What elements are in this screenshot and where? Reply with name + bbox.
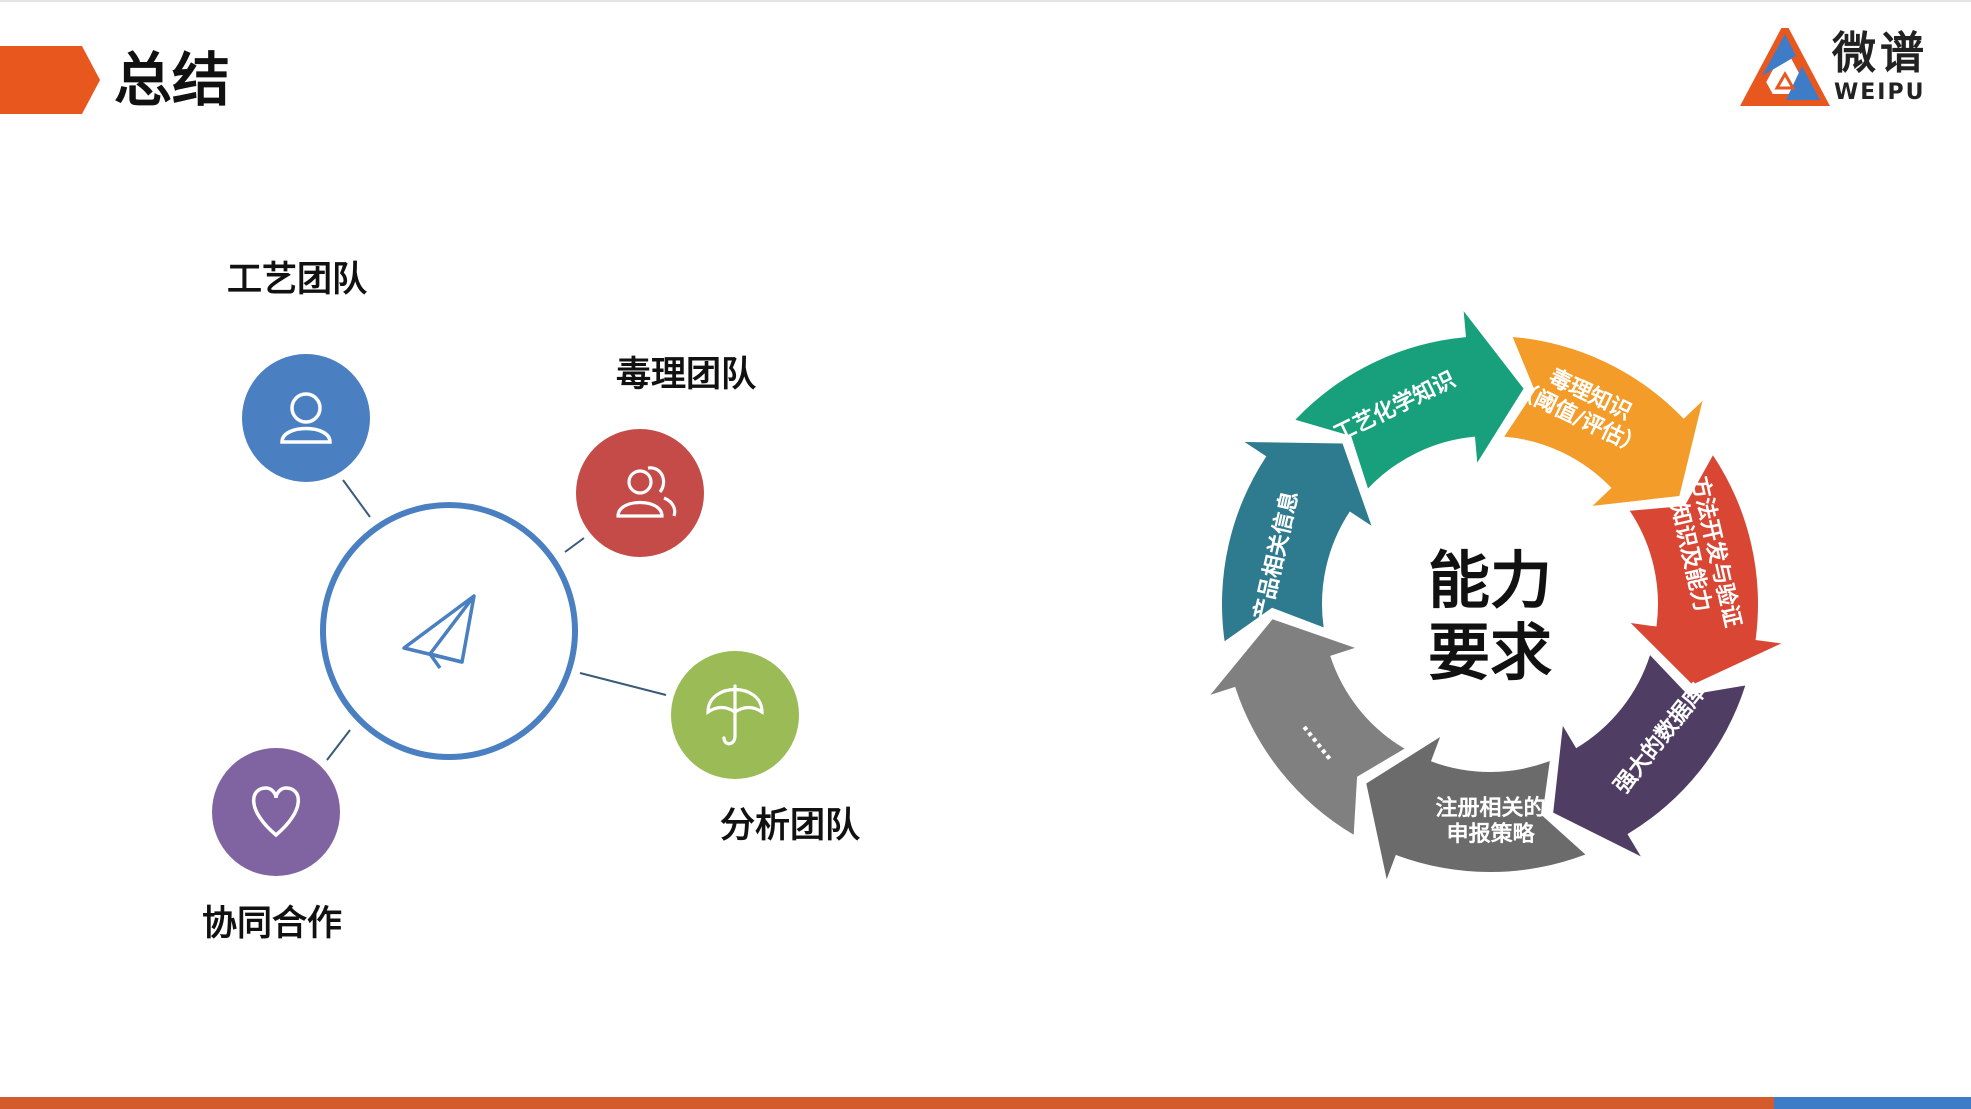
toxicology-team-label: 毒理团队: [616, 355, 757, 395]
user-icon: [280, 392, 332, 444]
slide-title: 总结: [114, 46, 231, 114]
connector-toxicology: [564, 537, 585, 553]
cycle-segment-6: [1366, 736, 1586, 880]
cycle-segment-1: [1222, 442, 1372, 642]
brand-logo: 微谱 WEIPU: [1740, 21, 1940, 112]
cycle-segment-label-6: 注册相关的: [1435, 795, 1545, 821]
footer-bar-blue: [1774, 1097, 1971, 1109]
umbrella-icon: [706, 684, 764, 746]
cycle-segment-7: [1210, 619, 1405, 835]
connector-analysis: [579, 672, 667, 696]
capability-cycle-diagram: 产品相关信息工艺化学知识毒理知识（阈值/评估）方法开发与验证知识及能力强大的数据…: [1210, 311, 1782, 880]
cycle-center-line1: 能力: [1428, 544, 1552, 617]
cycle-segment-4: [1629, 455, 1782, 685]
connector-process: [342, 479, 371, 518]
heart-icon: [251, 786, 301, 838]
cycle-segment-2: [1295, 311, 1524, 489]
analysis-team-label: 分析团队: [720, 806, 861, 846]
process-team-circle: [242, 354, 370, 482]
title-accent-tab: [0, 46, 100, 114]
process-team-label: 工艺团队: [227, 260, 368, 300]
footer-bar-orange: [0, 1097, 1774, 1109]
footer-bar: [0, 1097, 1971, 1109]
cycle-center-line2: 要求: [1428, 616, 1552, 689]
top-border: [0, 0, 1971, 2]
cycle-segment-5: [1553, 655, 1746, 857]
collaboration-label: 协同合作: [202, 904, 343, 944]
paper-plane-icon: [402, 594, 476, 670]
users-icon: [616, 466, 677, 518]
cycle-segment-3: [1504, 336, 1703, 506]
collaboration-circle: [212, 748, 340, 876]
logo-name-cn: 微谱: [1832, 28, 1928, 79]
logo-name-en: WEIPU: [1834, 80, 1926, 105]
connector-collaboration: [326, 729, 351, 761]
logo-mark-icon: [1740, 21, 1830, 106]
cycle-segment-label-6-line2: 申报策略: [1447, 821, 1536, 847]
team-diagram: [212, 354, 799, 876]
